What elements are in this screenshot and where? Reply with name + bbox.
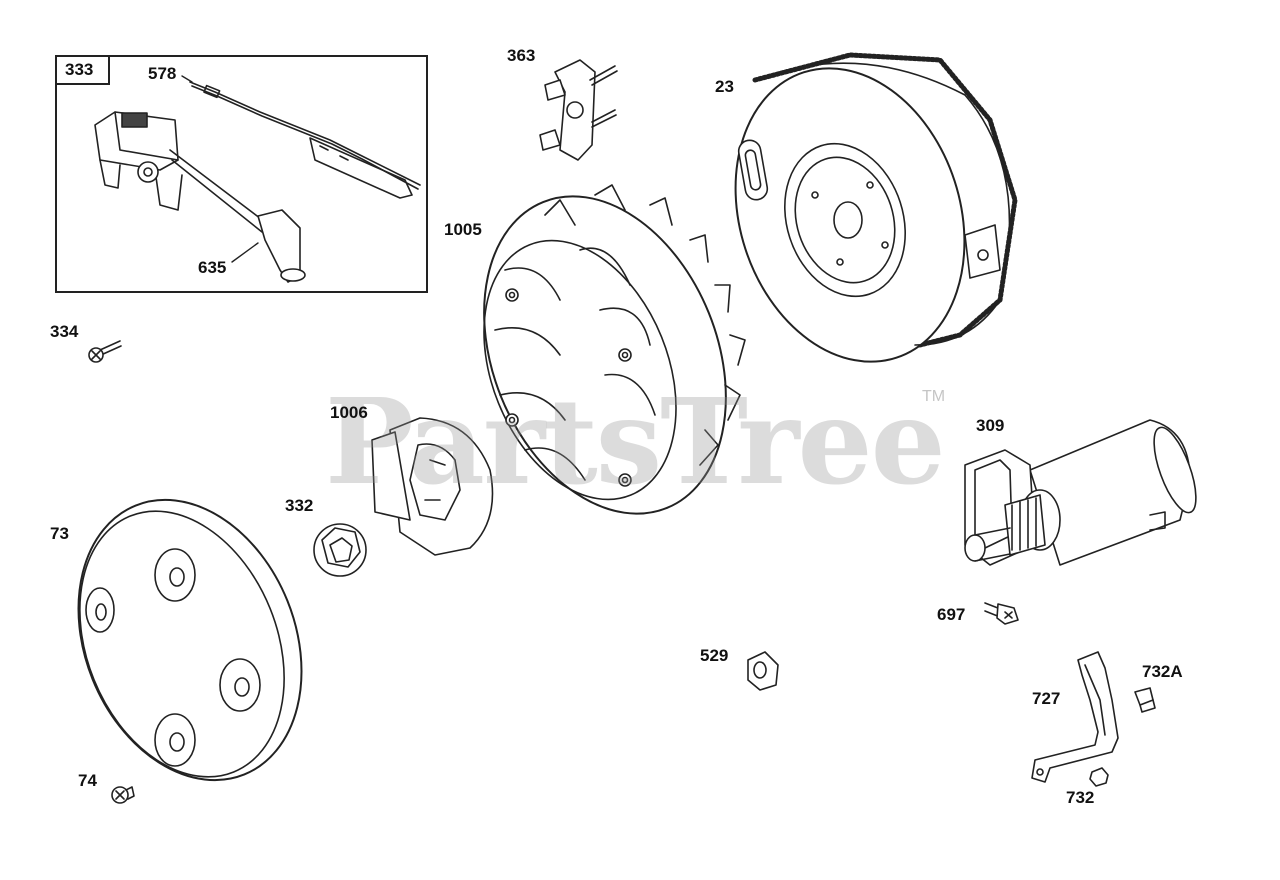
bracket-bolts-drawing: [539, 59, 618, 161]
flywheel-drawing: [734, 52, 1018, 363]
part-label-333[interactable]: 333: [65, 60, 94, 79]
part-label-1006[interactable]: 1006: [330, 403, 368, 422]
cover-plate-drawing: [77, 498, 303, 782]
ignition-module-drawing: [94, 111, 306, 283]
starter-motor-drawing: [964, 419, 1197, 566]
part-label-697[interactable]: 697: [937, 605, 966, 624]
part-label-73[interactable]: 73: [50, 524, 69, 543]
nut-732-drawing: [1089, 767, 1109, 787]
watermark-text: PartsTree: [325, 372, 946, 511]
part-label-74[interactable]: 74: [78, 771, 97, 790]
screw-334-drawing: [88, 340, 122, 363]
part-label-732a[interactable]: 732A: [1142, 662, 1183, 681]
wire-harness-drawing: [189, 81, 421, 199]
part-label-363[interactable]: 363: [507, 46, 536, 65]
stud-732a-drawing: [1134, 687, 1156, 713]
part-label-635[interactable]: 635: [198, 258, 227, 277]
part-label-334[interactable]: 334: [50, 322, 79, 341]
part-label-309[interactable]: 309: [976, 416, 1005, 435]
part-label-732[interactable]: 732: [1066, 788, 1095, 807]
part-label-1005[interactable]: 1005: [444, 220, 482, 239]
fan-housing-drawing: [483, 184, 746, 515]
trademark-symbol: TM: [922, 388, 946, 405]
spacer-529-drawing: [747, 651, 779, 691]
leader-lines: [181, 75, 259, 263]
bracket-727-drawing: [1031, 651, 1119, 783]
part-label-23[interactable]: 23: [715, 77, 734, 96]
fan-screen-drawing: [371, 417, 494, 556]
bolt-697-drawing: [984, 602, 1019, 625]
ignition-kit-inset-box: [55, 55, 428, 293]
part-label-529[interactable]: 529: [700, 646, 729, 665]
part-label-727[interactable]: 727: [1032, 689, 1061, 708]
flange-nut-drawing: [313, 523, 367, 577]
screw-74-drawing: [111, 786, 135, 804]
part-label-578[interactable]: 578: [148, 64, 177, 83]
part-label-332[interactable]: 332: [285, 496, 314, 515]
inset-tag-box: [55, 55, 110, 85]
